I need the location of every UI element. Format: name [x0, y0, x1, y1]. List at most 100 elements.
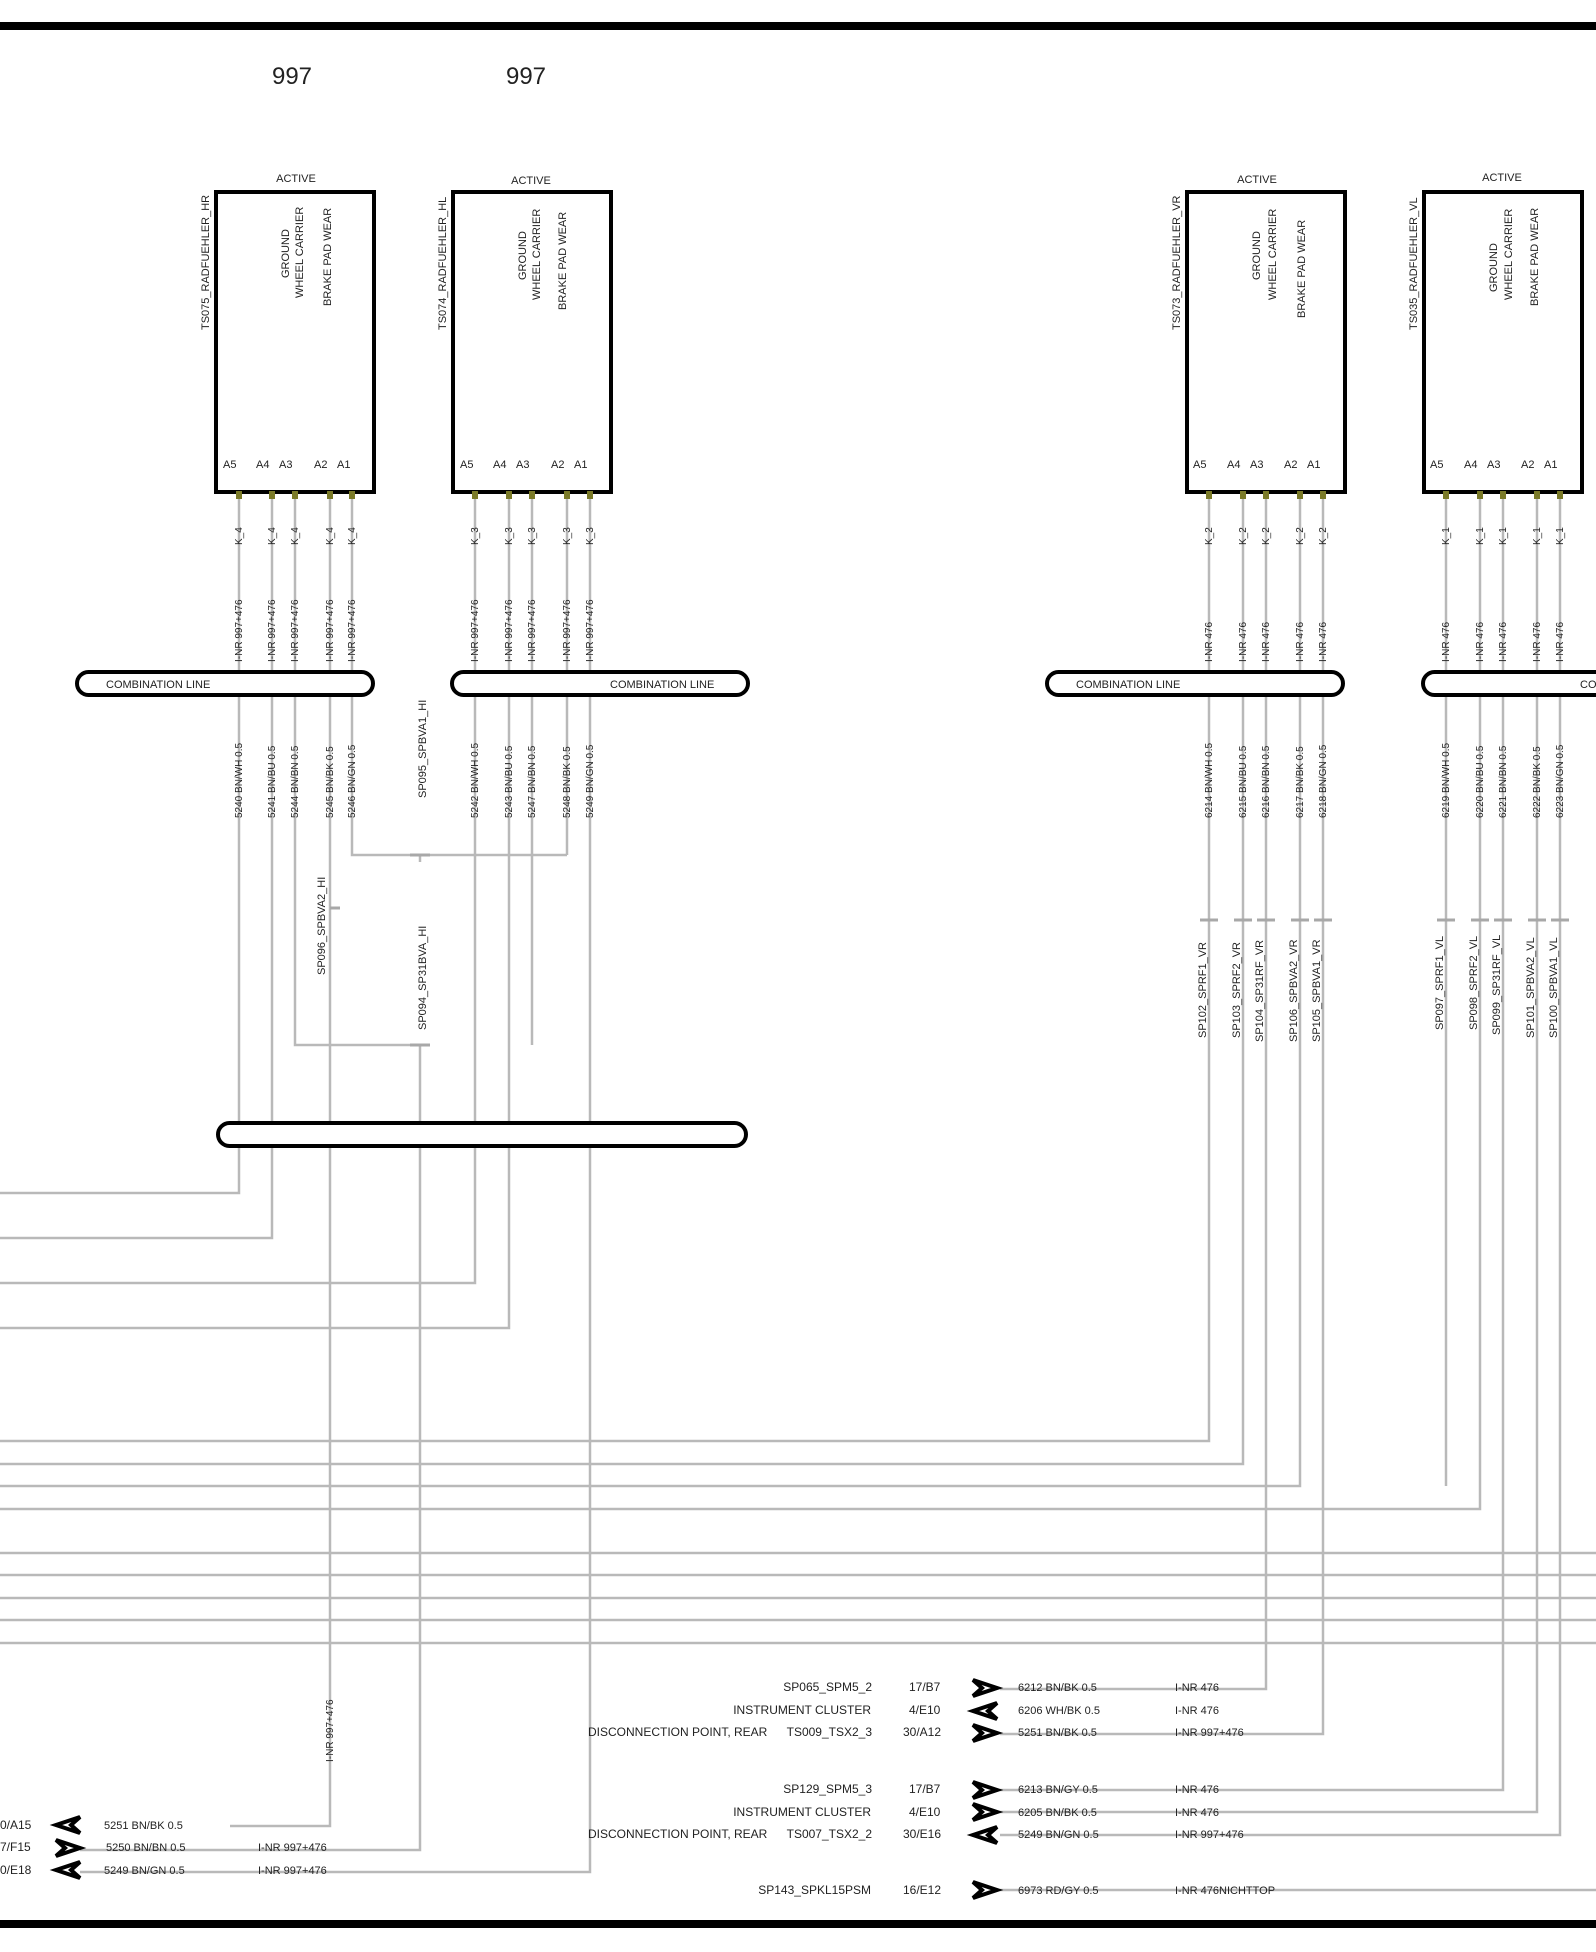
wire-5243[interactable] [0, 495, 511, 1330]
svg-text:K_2: K_2 [1204, 527, 1215, 545]
svg-text:I-NR 476: I-NR 476 [1175, 1807, 1219, 1819]
svg-text:5249 BN/GN 0.5: 5249 BN/GN 0.5 [104, 1865, 185, 1877]
wire-layer [0, 495, 1596, 1892]
sensor-hr-pin-a3: A3 [279, 459, 292, 471]
sensor-hr-pin-a5: A5 [223, 459, 236, 471]
svg-text:6219 BN/WH 0.5: 6219 BN/WH 0.5 [1441, 743, 1452, 818]
sensor-vr[interactable]: ACTIVE TS073_RADFUEHLER_VR GROUND WHEEL … [1171, 174, 1347, 494]
arrow-out-7 [971, 1880, 1004, 1900]
splice-ticks [330, 853, 1569, 1047]
splice-labels: SP095_SPBVA1_HI SP096_SPBVA2_HI SP094_SP… [316, 700, 1560, 1762]
svg-text:K_2: K_2 [1318, 527, 1329, 545]
sensor-hr[interactable]: ACTIVE TS075_RADFUEHLER_HR GROUND WHEEL … [200, 173, 376, 494]
svg-text:5245 BN/BK 0.5: 5245 BN/BK 0.5 [325, 746, 336, 818]
combination-line-vr [1045, 670, 1345, 697]
sensor-hl[interactable]: ACTIVE TS074_RADFUEHLER_HL GROUND WHEEL … [437, 175, 613, 494]
svg-text:6223 BN/GN 0.5: 6223 BN/GN 0.5 [1555, 744, 1566, 818]
sensor-hr-pin-a1: A1 [337, 459, 350, 471]
sensor-hl-pin-a5: A5 [460, 459, 473, 471]
svg-text:7/F15: 7/F15 [0, 1840, 31, 1854]
sensor-vl-line-3: BRAKE PAD WEAR [1529, 208, 1541, 306]
wire-color-labels: 5240 BN/WH 0.5 5241 BN/BU 0.5 5244 BN/BN… [234, 743, 1566, 818]
svg-text:6217 BN/BK 0.5: 6217 BN/BK 0.5 [1295, 746, 1306, 818]
wire-5242[interactable] [0, 495, 477, 1285]
sensor-vr-box[interactable] [1185, 190, 1347, 494]
svg-text:SP103_SPRF2_VR: SP103_SPRF2_VR [1231, 942, 1243, 1038]
svg-text:I-NR 997+476: I-NR 997+476 [258, 1842, 327, 1854]
vertical-inr-tag: I-NR 997+476 [325, 1699, 336, 1762]
sensor-hl-pin-a1: A1 [574, 459, 587, 471]
reference-single: SP143_SPKL15PSM 16/E12 6973 RD/GY 0.5 I-… [758, 1883, 1275, 1897]
wire-5241[interactable] [0, 495, 274, 1240]
wire-6221[interactable] [1000, 495, 1505, 1792]
inr-labels: I-NR 997+476 I-NR 997+476 I-NR 997+476 I… [234, 599, 1566, 662]
wire-5244[interactable] [293, 495, 425, 1047]
svg-text:5250 BN/BN 0.5: 5250 BN/BN 0.5 [106, 1842, 186, 1854]
arrow-left-out-2 [54, 1838, 87, 1858]
svg-text:SP106_SPBVA2_VR: SP106_SPBVA2_VR [1288, 939, 1300, 1042]
top-border [0, 22, 1596, 30]
sensor-vl-box[interactable] [1422, 190, 1584, 494]
svg-text:I-NR 476: I-NR 476 [1475, 622, 1486, 662]
wire-6218[interactable] [1000, 495, 1325, 1736]
svg-text:I-NR 997+476: I-NR 997+476 [325, 599, 336, 662]
svg-text:I-NR 476: I-NR 476 [1238, 622, 1249, 662]
wire-sp094-down[interactable] [80, 1045, 422, 1852]
svg-text:6218 BN/GN 0.5: 6218 BN/GN 0.5 [1318, 744, 1329, 818]
wire-6217[interactable] [0, 495, 1302, 1488]
svg-text:I-NR 476: I-NR 476 [1204, 622, 1215, 662]
sensor-vl-line-2: WHEEL CARRIER [1503, 209, 1515, 300]
svg-text:30/A12: 30/A12 [903, 1725, 941, 1739]
wire-5240[interactable] [0, 495, 241, 1195]
sensor-hl-status: ACTIVE [511, 175, 551, 187]
svg-text:K_2: K_2 [1261, 527, 1272, 545]
svg-text:5249 BN/GN 0.5: 5249 BN/GN 0.5 [585, 744, 596, 818]
svg-text:K_1: K_1 [1498, 527, 1509, 545]
svg-text:I-NR 476: I-NR 476 [1175, 1705, 1219, 1717]
wire-6223[interactable] [1000, 495, 1562, 1837]
wire-6215[interactable] [0, 495, 1245, 1466]
wire-5249[interactable] [80, 495, 592, 1874]
svg-text:17/B7: 17/B7 [909, 1782, 941, 1796]
svg-text:5249 BN/GN 0.5: 5249 BN/GN 0.5 [1018, 1829, 1099, 1841]
svg-text:I-NR 997+476: I-NR 997+476 [234, 599, 245, 662]
svg-text:SP100_SPBVA1_VL: SP100_SPBVA1_VL [1548, 937, 1560, 1038]
svg-text:DISCONNECTION POINT, REAR: DISCONNECTION POINT, REAR [588, 1725, 768, 1739]
wire-6220[interactable] [0, 495, 1482, 1511]
wire-5246[interactable] [350, 495, 567, 857]
combination-line-vr-label: COMBINATION LINE [1076, 679, 1180, 691]
sensor-hl-box[interactable] [451, 190, 613, 494]
combination-line-vl-label: CO [1580, 679, 1596, 691]
svg-text:I-NR 476: I-NR 476 [1175, 1682, 1219, 1694]
svg-text:K_3: K_3 [527, 527, 538, 545]
wire-6214[interactable] [0, 495, 1211, 1443]
svg-text:K_3: K_3 [504, 527, 515, 545]
svg-text:6205 BN/BK 0.5: 6205 BN/BK 0.5 [1018, 1807, 1097, 1819]
splice-sp096: SP096_SPBVA2_HI [316, 877, 328, 975]
svg-text:K_1: K_1 [1475, 527, 1486, 545]
svg-text:SP099_SP31RF_VL: SP099_SP31RF_VL [1491, 935, 1503, 1035]
svg-text:I-NR 997+476: I-NR 997+476 [290, 599, 301, 662]
arrow-out-1 [971, 1678, 1004, 1698]
svg-text:I-NR 476: I-NR 476 [1318, 622, 1329, 662]
svg-text:I-NR 476: I-NR 476 [1555, 622, 1566, 662]
svg-text:K_3: K_3 [585, 527, 596, 545]
sensor-hl-line-3: BRAKE PAD WEAR [557, 212, 569, 310]
svg-text:INSTRUMENT CLUSTER: INSTRUMENT CLUSTER [733, 1703, 871, 1717]
arrow-out-3 [971, 1723, 1004, 1743]
svg-text:TS009_TSX2_3: TS009_TSX2_3 [787, 1725, 873, 1739]
sensor-hl-pin-a4: A4 [493, 459, 506, 471]
svg-text:I-NR 997+476: I-NR 997+476 [504, 599, 515, 662]
wire-6216[interactable] [1000, 495, 1268, 1691]
arrow-in-6 [966, 1825, 999, 1845]
sensor-vl[interactable]: ACTIVE TS035_RADFUEHLER_VL GROUND WHEEL … [1408, 172, 1584, 494]
arrow-left-in-3 [49, 1860, 82, 1880]
lower-combination-line [216, 1121, 748, 1148]
sensor-hl-pin-a3: A3 [516, 459, 529, 471]
sensor-vr-line-1: GROUND [1251, 231, 1263, 280]
wire-5245[interactable] [230, 495, 332, 1828]
wire-6222[interactable] [1000, 495, 1539, 1814]
svg-text:TS007_TSX2_2: TS007_TSX2_2 [787, 1827, 873, 1841]
